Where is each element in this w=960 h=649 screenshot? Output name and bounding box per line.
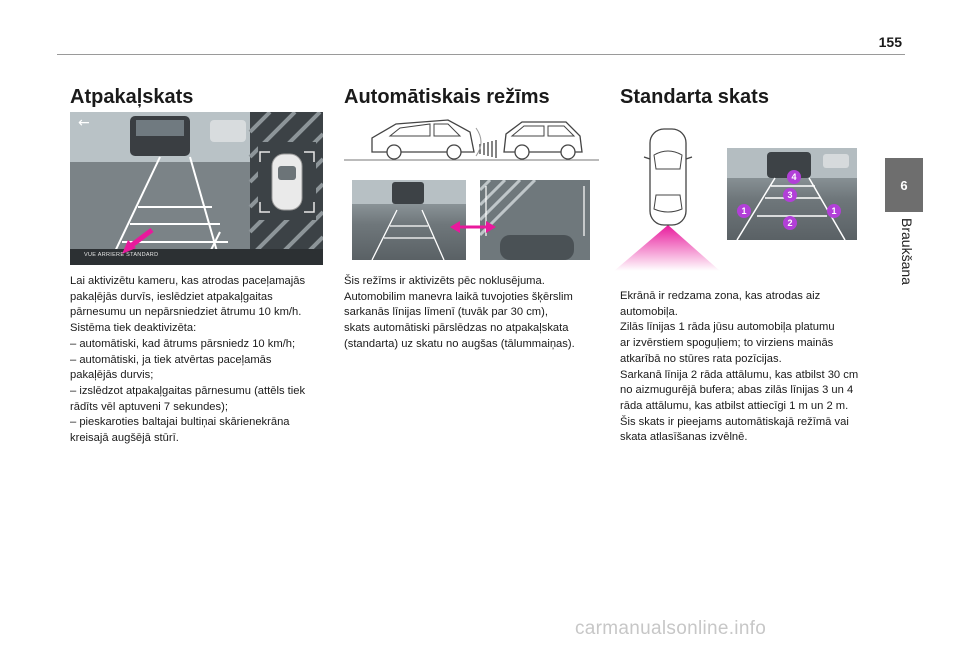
col1-line: Lai aktivizētu kameru, kas atrodas paceļ… — [70, 275, 306, 287]
cars-illustration — [344, 119, 599, 161]
col3-text: Ekrānā ir redzama zona, kas atrodas aiz … — [620, 289, 890, 446]
col1-line: pakaļējās durvīs, ieslēdziet atpakaļgait… — [70, 290, 273, 303]
col2-line: Šis režīms ir aktivizēts pēc noklusējuma… — [344, 275, 545, 287]
watermark: carmanualsonline.info — [575, 618, 767, 639]
col2-line: sarkanās līnijas līmenī (tuvāk par 30 cm… — [344, 306, 548, 319]
camera-banner-text: VUE ARRIERE STANDARD — [84, 252, 159, 258]
col1-text: Lai aktivizētu kameru, kas atrodas paceļ… — [70, 274, 340, 447]
col3-line: automobiļa. — [620, 305, 678, 318]
section-title-auto-mode: Automātiskais režīms — [344, 86, 550, 108]
chapter-tab: 6 — [885, 158, 923, 212]
col3-line: Zilās līnijas 1 rāda jūsu automobiļa pla… — [620, 321, 835, 334]
standard-view-scene — [352, 180, 466, 260]
col1-line: Sistēma tiek deaktivizēta: — [70, 322, 197, 335]
cars-approach-illustration — [344, 114, 599, 164]
rear-camera-image: ← VUE ARRIERE STANDARD — [70, 112, 323, 265]
col1-line: – automātiski, ja tiek atvērtas paceļamā… — [70, 353, 272, 366]
svg-text:←: ← — [78, 115, 90, 131]
col1-line: pakaļējās durvis; — [70, 369, 154, 382]
standard-view-camera-image: 4 3 1 1 2 — [727, 148, 857, 240]
section-title-standard-view: Standarta skats — [620, 86, 769, 108]
col3-line: ar izvērstiem spoguļiem; to virziens mai… — [620, 337, 834, 350]
col3-line: Šis skats ir pieejams automātiskajā režī… — [620, 415, 849, 428]
page-number: 155 — [878, 34, 902, 50]
col1-line: – izslēdzot atpakaļgaitas pārnesumu (att… — [70, 384, 306, 397]
col2-line: (standarta) uz skatu no augšas (tālummai… — [344, 337, 575, 350]
col1-line: pārnesumu un nepārsniedziet ātrumu 10 km… — [70, 306, 302, 319]
chapter-number: 6 — [900, 178, 908, 193]
col2-line: Automobilim manevra laikā tuvojoties šķē… — [344, 290, 573, 303]
marker-3: 3 — [783, 188, 797, 202]
col3-line: Ekrānā ir redzama zona, kas atrodas aiz — [620, 290, 821, 302]
col3-line: no aizmugurējā bufera; abas zilās līnija… — [620, 384, 854, 397]
col3-line: skata atlasīšanas izvēlnē. — [620, 431, 748, 444]
col2-text: Šis režīms ir aktivizēts pēc noklusējuma… — [344, 274, 614, 353]
col1-line: – pieskaroties baltajai bultiņai skārien… — [70, 416, 290, 429]
rear-camera-scene: ← — [70, 112, 323, 265]
standard-view-thumbnail — [352, 180, 466, 260]
top-view-thumbnail — [480, 180, 590, 260]
col3-line: rāda attālumu, kas atbilst attiecīgi 1 m… — [620, 399, 849, 412]
marker-4: 4 — [787, 170, 801, 184]
col1-line: – automātiski, kad ātrums pārsniedz 10 k… — [70, 337, 296, 350]
col2-line: skats automātiski pārslēdzas no atpakaļs… — [344, 322, 569, 335]
col1-line: kreisajā augšējā stūrī. — [70, 432, 179, 445]
col3-line: Sarkanā līnija 2 rāda attālumu, kas atbi… — [620, 368, 859, 381]
marker-1-right: 1 — [827, 204, 841, 218]
car-camera-cone — [614, 128, 720, 271]
marker-2: 2 — [783, 216, 797, 230]
double-arrow-icon — [450, 221, 496, 233]
col3-line: atkarībā no stūres rata pozīcijas. — [620, 352, 782, 365]
section-title-rear-view: Atpakaļskats — [70, 86, 194, 108]
col1-line: rādīts vēl aptuveni 7 sekundes); — [70, 400, 228, 413]
top-view-scene — [480, 180, 590, 260]
car-top-view-illustration — [610, 125, 720, 271]
marker-1-left: 1 — [737, 204, 751, 218]
header-rule — [57, 54, 905, 55]
view-switch-arrow — [450, 220, 496, 234]
chapter-label: Braukšana — [899, 218, 915, 285]
